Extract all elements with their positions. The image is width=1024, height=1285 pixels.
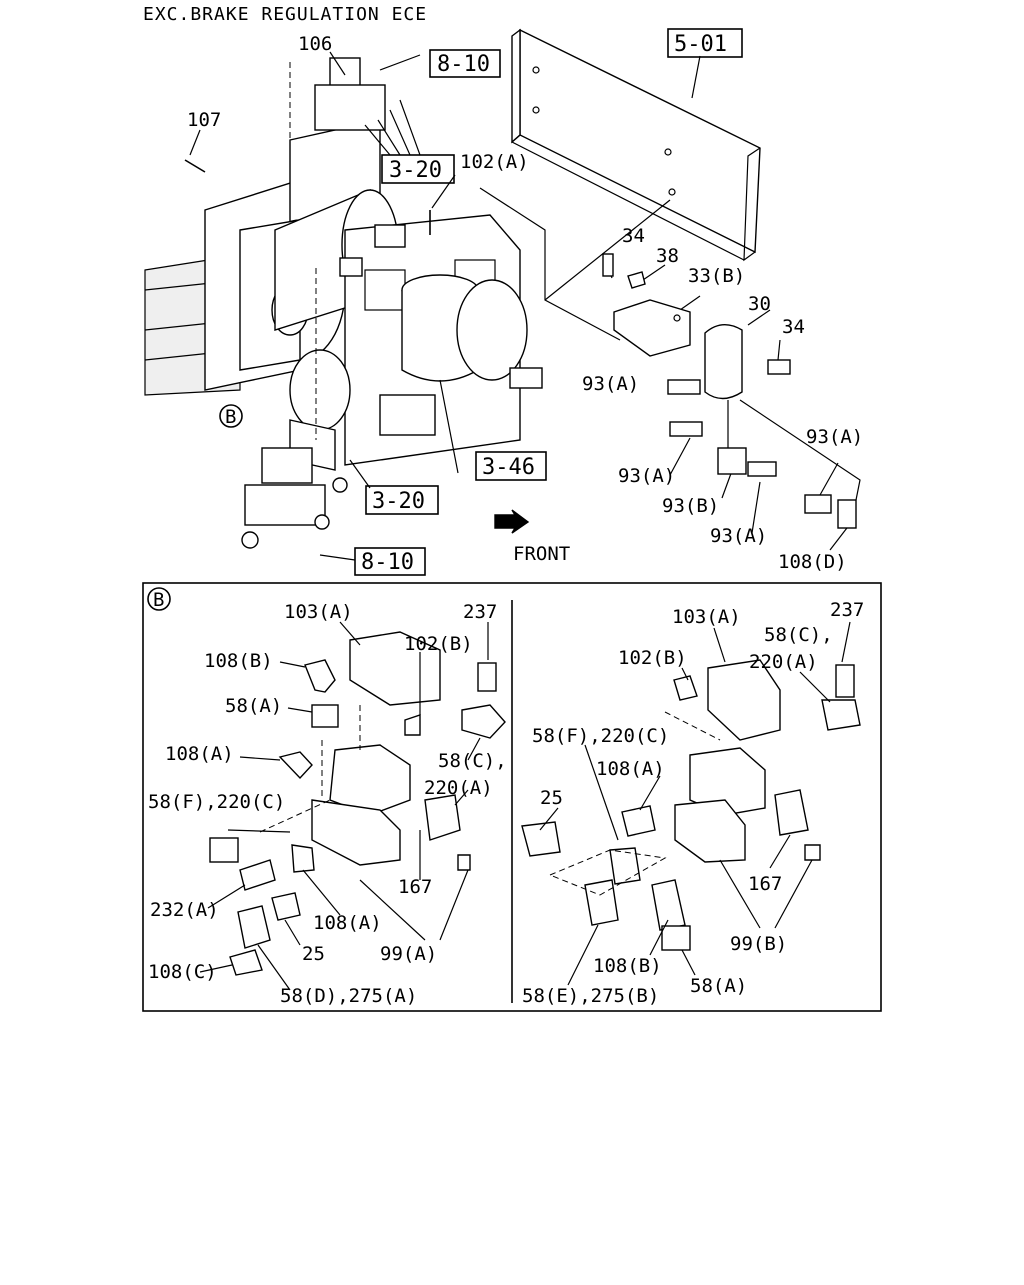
callout-30: 30: [748, 293, 771, 315]
main-brake-assembly: [144, 57, 543, 549]
ref-box-8-10-bottom: 8-10: [361, 550, 414, 575]
detail-left-58f: 58(F),220(C): [148, 791, 285, 813]
detail-left-58d: 58(D),275(A): [280, 985, 417, 1007]
detail-right-parts: [521, 659, 861, 951]
detail-left-220a: 220(A): [424, 777, 493, 799]
detail-right-58e: 58(E),275(B): [522, 985, 659, 1007]
callout-107: 107: [187, 109, 221, 131]
front-label: FRONT: [513, 543, 570, 565]
detail-right-99b: 99(B): [730, 933, 787, 955]
detail-right-103a: 103(A): [672, 606, 741, 628]
detail-right-108b: 108(B): [593, 955, 662, 977]
callout-33b: 33(B): [688, 265, 745, 287]
detail-left-58c: 58(C),: [438, 750, 507, 772]
detail-right-237: 237: [830, 599, 864, 621]
detail-right-102b: 102(B): [618, 647, 687, 669]
callout-34-right: 34: [782, 316, 805, 338]
detail-left-102b: 102(B): [404, 633, 473, 655]
detail-right-58a: 58(A): [690, 975, 747, 997]
ref-box-5-01: 5-01: [674, 32, 727, 57]
right-mount-parts: [602, 253, 857, 529]
detail-right-108a: 108(A): [596, 758, 665, 780]
detail-left-leaders: [199, 621, 489, 991]
callout-93a-2: 93(A): [806, 426, 863, 448]
detail-right-leaders: [539, 621, 851, 986]
detail-left-232a: 232(A): [150, 899, 219, 921]
ref-box-3-46: 3-46: [482, 455, 535, 480]
detail-right-25: 25: [540, 787, 563, 809]
callout-93a-1: 93(A): [582, 373, 639, 395]
detail-left-99a: 99(A): [380, 943, 437, 965]
diagram-title: EXC.BRAKE REGULATION ECE: [143, 4, 427, 25]
detail-left-103a: 103(A): [284, 601, 353, 623]
callout-38: 38: [656, 245, 679, 267]
ref-box-8-10-top: 8-10: [437, 52, 490, 77]
callout-93a-4: 93(A): [710, 525, 767, 547]
ref-box-3-20-top: 3-20: [389, 158, 442, 183]
leader-lines-main: [189, 51, 861, 561]
detail-marker-b: B: [225, 406, 236, 428]
detail-left-108b: 108(B): [204, 650, 273, 672]
detail-left-237: 237: [463, 601, 497, 623]
detail-right-58f: 58(F),220(C): [532, 725, 669, 747]
callout-106: 106: [298, 33, 332, 55]
front-arrow-icon: [494, 509, 530, 534]
ref-box-3-20-bottom: 3-20: [372, 489, 425, 514]
detail-left-58a: 58(A): [225, 695, 282, 717]
detail-left-108c: 108(C): [148, 961, 217, 983]
detail-b-frame: [142, 582, 882, 1012]
detail-left-108a-1: 108(A): [165, 743, 234, 765]
callout-34-top: 34: [622, 225, 645, 247]
detail-left-25: 25: [302, 943, 325, 965]
detail-right-58c: 58(C),: [764, 624, 833, 646]
detail-right-220a: 220(A): [749, 651, 818, 673]
callout-108d: 108(D): [778, 551, 847, 573]
callout-93b: 93(B): [662, 495, 719, 517]
callout-102a: 102(A): [460, 151, 529, 173]
callout-93a-3: 93(A): [618, 465, 675, 487]
detail-left-parts: [209, 631, 506, 976]
detail-left-167: 167: [398, 876, 432, 898]
detail-left-108a-2: 108(A): [313, 912, 382, 934]
detail-right-167: 167: [748, 873, 782, 895]
frame-rail: [510, 28, 761, 262]
detail-b-marker: B: [153, 589, 164, 611]
